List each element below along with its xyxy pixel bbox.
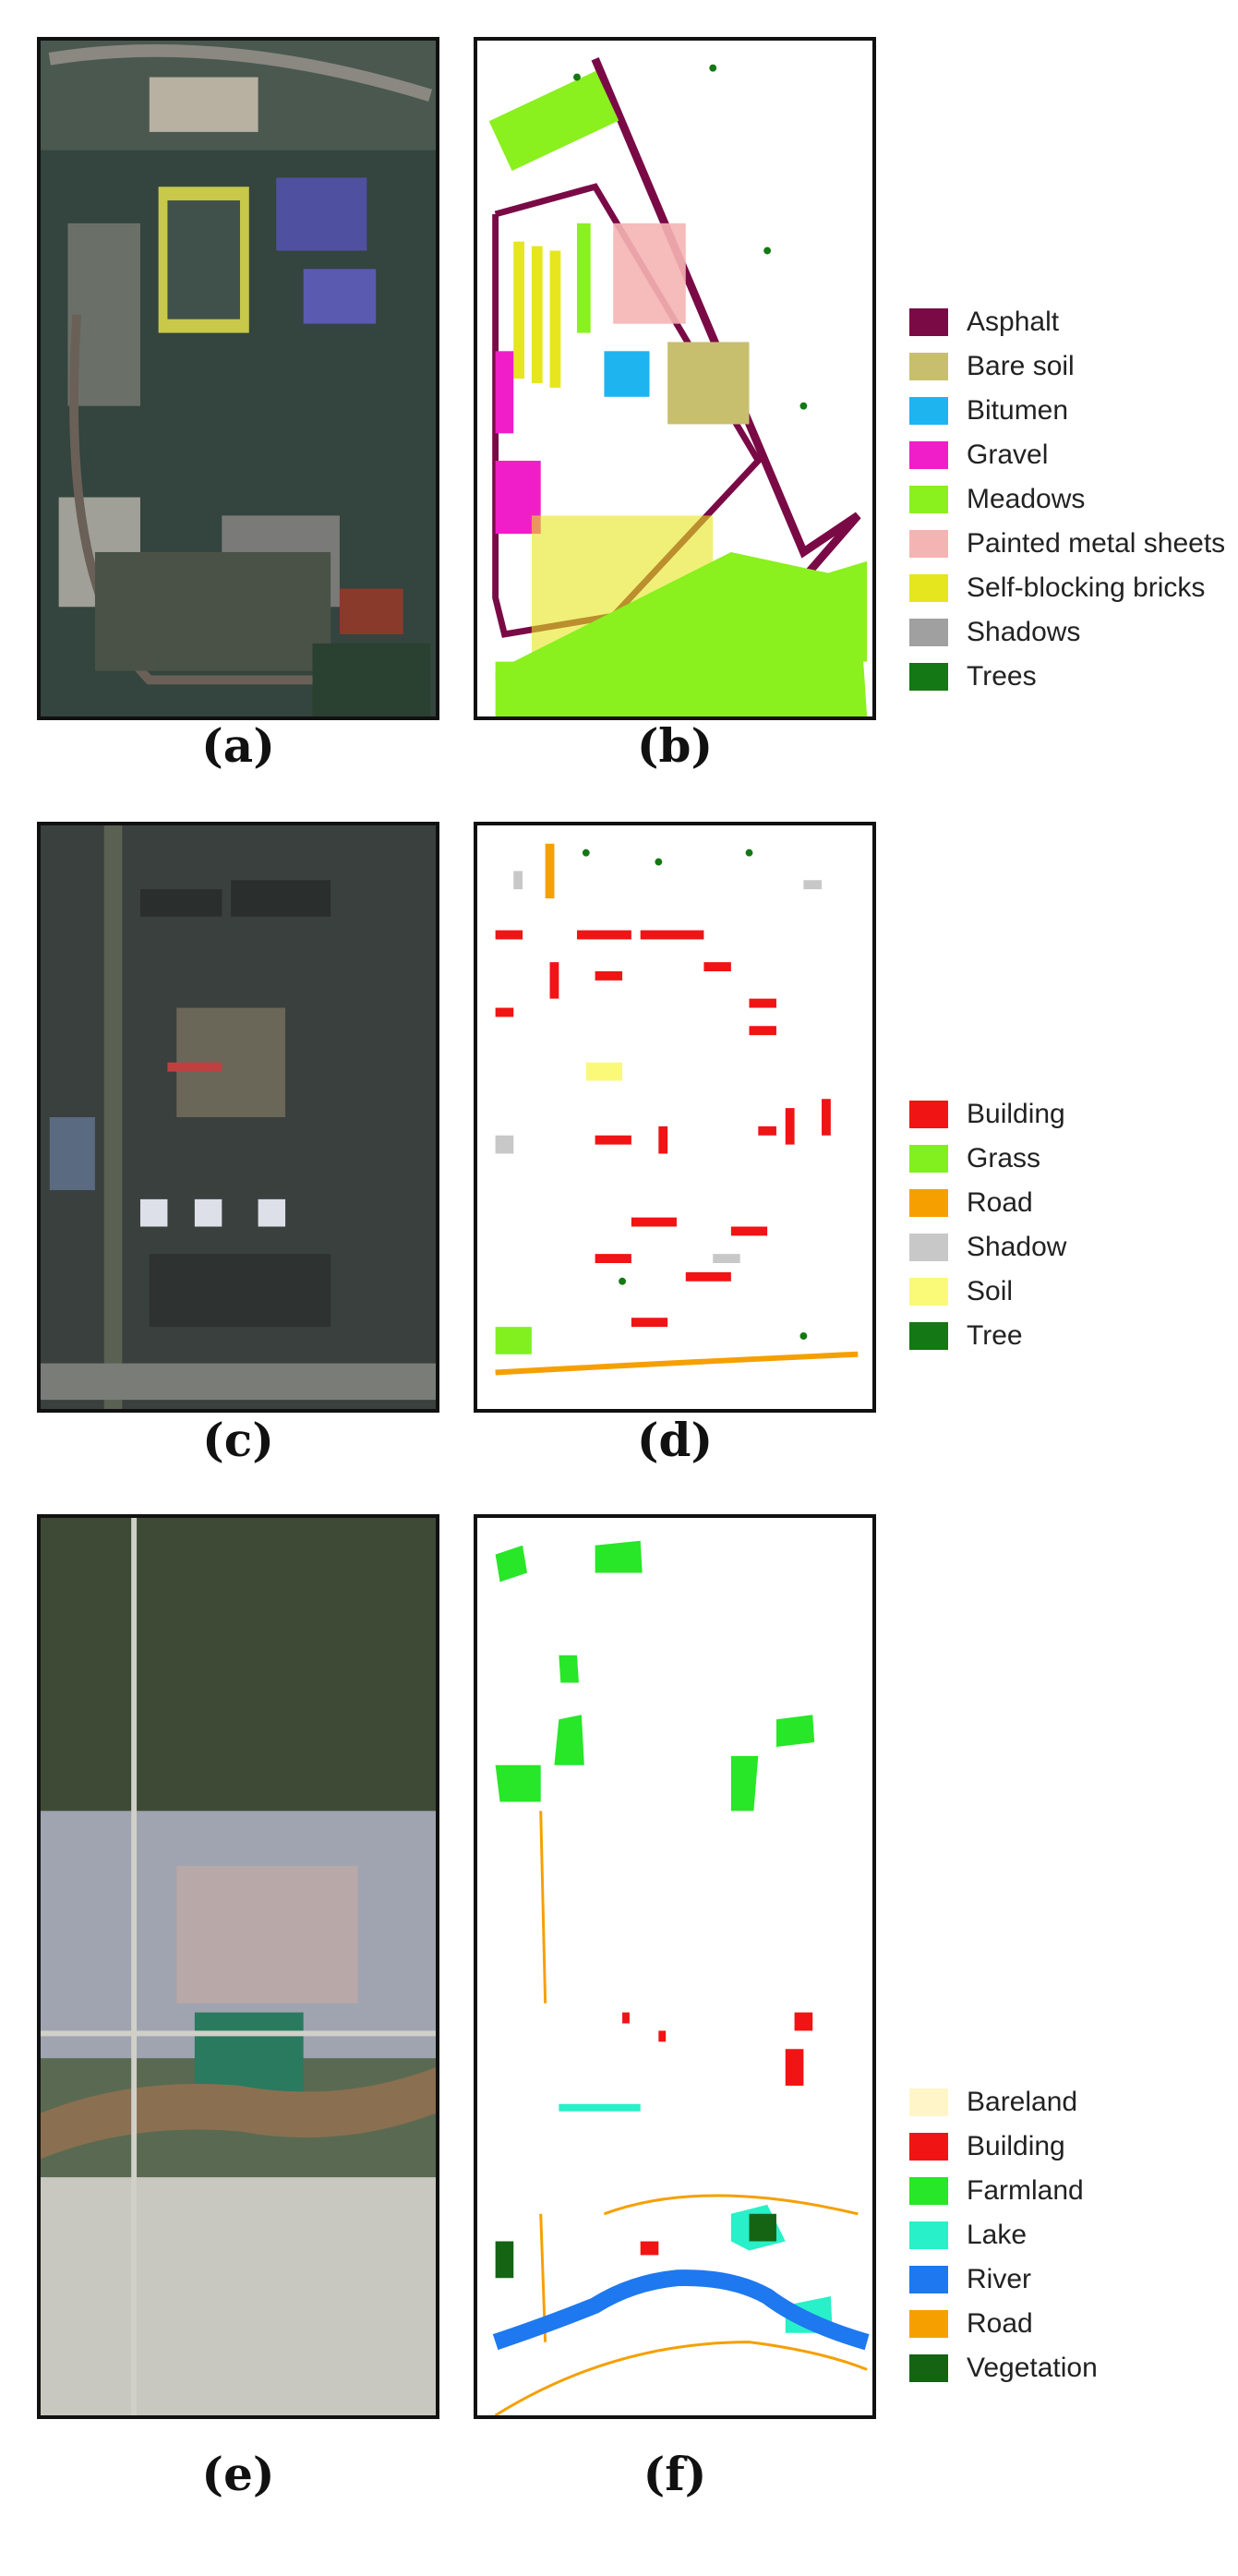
legend-label: Shadow — [967, 1232, 1067, 1262]
legend-swatch — [909, 619, 948, 646]
panel-e-satellite-image — [37, 1514, 439, 2419]
panel-label-b: (b) — [636, 718, 714, 773]
legend-swatch — [909, 308, 948, 336]
legend-item: Lake — [909, 2213, 1098, 2257]
legend-swatch — [909, 2221, 948, 2249]
legend-item: Building — [909, 1092, 1066, 1137]
legend-label: Road — [967, 1187, 1033, 1218]
legend-swatch — [909, 441, 948, 469]
legend-label: Bare soil — [967, 351, 1075, 381]
legend-swatch — [909, 2088, 948, 2116]
legend-label: Building — [967, 2131, 1065, 2161]
legend-item: Bitumen — [909, 389, 1225, 433]
legend-swatch — [909, 1189, 948, 1217]
legend-item: Building — [909, 2125, 1098, 2169]
legend-item: Farmland — [909, 2169, 1098, 2213]
legend-swatch — [909, 1234, 948, 1261]
legend-swatch — [909, 2133, 948, 2161]
legend-label: Bitumen — [967, 395, 1069, 426]
legend-item: Painted metal sheets — [909, 522, 1225, 566]
panel-b-ground-truth-map — [474, 37, 876, 720]
panel-d-ground-truth-map — [474, 822, 876, 1413]
panel-label-f: (f) — [643, 2447, 707, 2501]
legend-item: Vegetation — [909, 2346, 1098, 2390]
legend-swatch — [909, 1101, 948, 1128]
legend-swatch — [909, 663, 948, 691]
legend-item: Grass — [909, 1137, 1066, 1181]
legend-label: Vegetation — [967, 2353, 1098, 2383]
legend-label: Painted metal sheets — [967, 528, 1226, 559]
legend-swatch — [909, 2177, 948, 2205]
legend-label: Soil — [967, 1276, 1014, 1306]
legend-swatch — [909, 1145, 948, 1173]
legend-item: Tree — [909, 1314, 1066, 1358]
legend-item: Road — [909, 2302, 1098, 2346]
legend-item: Bare soil — [909, 344, 1225, 389]
legend-item: Gravel — [909, 433, 1225, 477]
panel-a-satellite-image — [37, 37, 439, 720]
legend-swatch — [909, 2310, 948, 2338]
legend-label: Asphalt — [967, 307, 1060, 337]
legend-swatch — [909, 2354, 948, 2382]
legend-label: Building — [967, 1099, 1065, 1129]
legend-label: Tree — [967, 1320, 1023, 1351]
legend-item: Shadows — [909, 610, 1225, 655]
legend-swatch — [909, 1278, 948, 1306]
legend-label: River — [967, 2264, 1032, 2294]
panel-c-satellite-image — [37, 822, 439, 1413]
panel-f-ground-truth-map — [474, 1514, 876, 2419]
legend-label: Lake — [967, 2220, 1028, 2250]
legend-label: Grass — [967, 1143, 1041, 1174]
legend-label: Shadows — [967, 617, 1081, 647]
legend-swatch — [909, 530, 948, 558]
legend-item: Asphalt — [909, 300, 1225, 344]
legend-label: Meadows — [967, 484, 1086, 514]
legend-swatch — [909, 2266, 948, 2293]
legend-item: Meadows — [909, 477, 1225, 522]
legend-label: Gravel — [967, 439, 1049, 470]
legend-item: Soil — [909, 1270, 1066, 1314]
legend-swatch — [909, 353, 948, 380]
legend-item: Shadow — [909, 1225, 1066, 1270]
legend-swatch — [909, 486, 948, 513]
panel-label-e: (e) — [201, 2447, 275, 2501]
legend-swatch — [909, 397, 948, 425]
legend-label: Farmland — [967, 2175, 1084, 2206]
legend-item: River — [909, 2257, 1098, 2302]
legend-label: Trees — [967, 661, 1037, 692]
panel-label-a: (a) — [201, 718, 275, 773]
legend-label: Self-blocking bricks — [967, 572, 1206, 603]
legend-item: Self-blocking bricks — [909, 566, 1225, 610]
legend-item: Road — [909, 1181, 1066, 1225]
legend-swatch — [909, 1322, 948, 1350]
panel-label-d: (d) — [636, 1413, 714, 1467]
legend-label: Bareland — [967, 2087, 1078, 2117]
panel-label-c: (c) — [202, 1413, 274, 1467]
legend-swatch — [909, 574, 948, 602]
legend-item: Trees — [909, 655, 1225, 699]
legend-item: Bareland — [909, 2080, 1098, 2125]
legend-label: Road — [967, 2308, 1033, 2339]
